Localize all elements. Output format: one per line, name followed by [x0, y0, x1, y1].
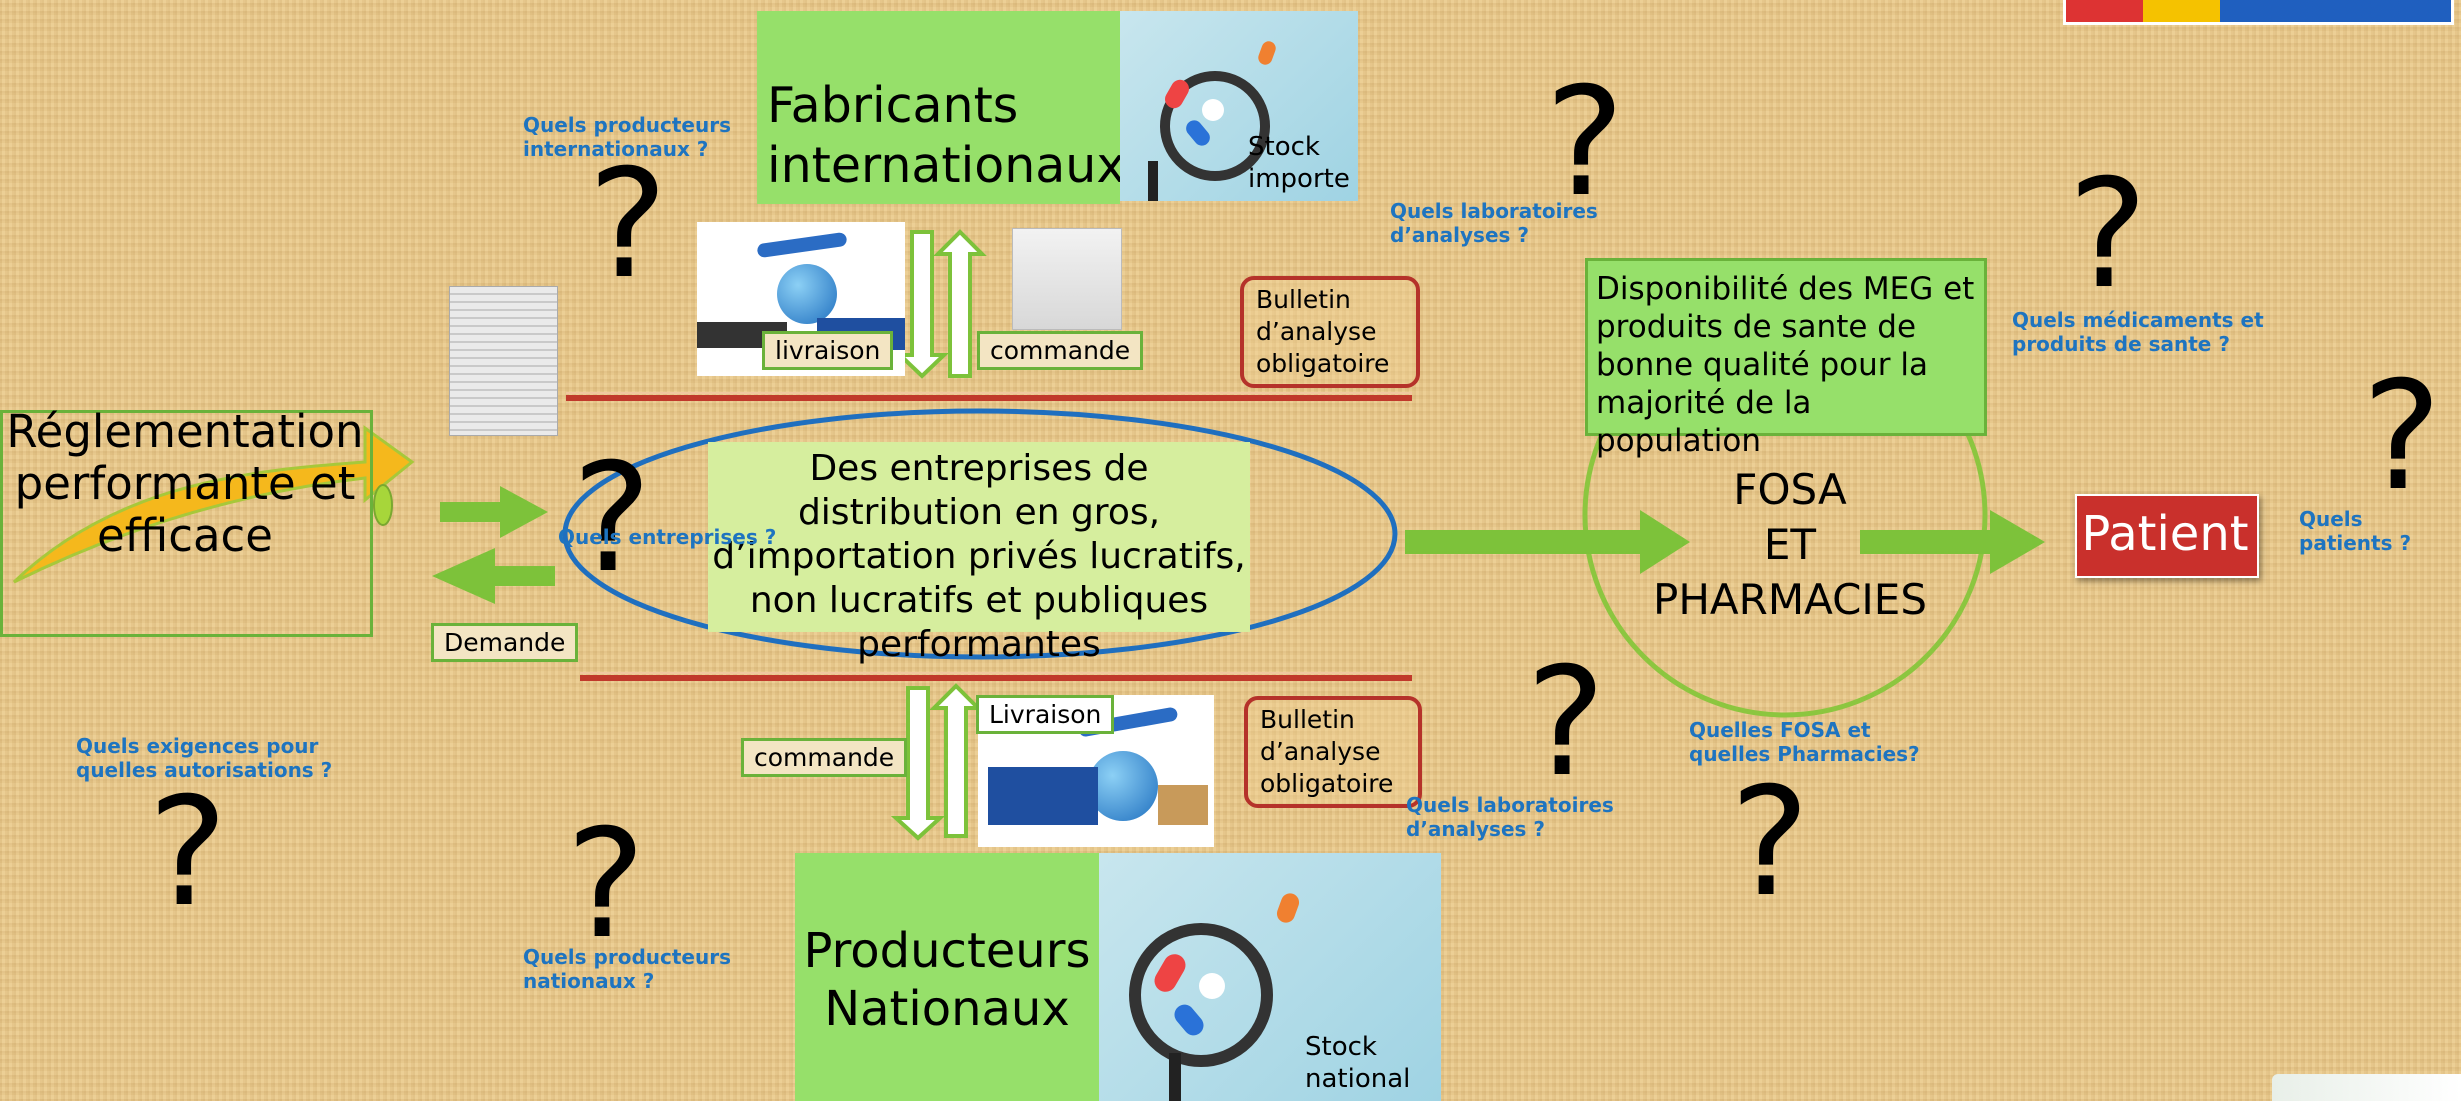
question-patients: Quels patients ?: [2299, 507, 2412, 555]
arrow-commande-top-up: [933, 229, 987, 378]
fabricants-label: Fabricants internationaux: [767, 77, 1126, 194]
reglementation-label: Réglementation performante et efficace: [6, 405, 364, 562]
arrow-to-reglementation: [432, 548, 555, 604]
pills-magnifier-image-bottom: Stock national: [1099, 853, 1441, 1101]
livraison-bottom-tag: Livraison: [976, 695, 1115, 734]
question-mark-patients: ?: [2362, 350, 2442, 524]
disponibilite-label: Disponibilité des MEG et produits de san…: [1596, 271, 1975, 459]
arrow-livraison-top-down: [895, 230, 949, 379]
patient-box: [2075, 494, 2259, 578]
entreprises-label: Des entreprises de distribution en gros,…: [712, 448, 1246, 665]
question-laboratoires-top: Quels laboratoires d’analyses ?: [1390, 199, 1598, 247]
fabricants-box: [757, 11, 1120, 204]
entreprises-ellipse: [562, 408, 1398, 660]
livraison-top-tag: livraison: [762, 331, 894, 370]
bulletin-analyse-top: Bulletin d’analyse obligatoire: [1240, 276, 1420, 388]
question-exigences: Quels exigences pour quelles autorisatio…: [76, 734, 333, 782]
commande-top-tag: commande: [977, 331, 1144, 370]
producteurs-label: Producteurs Nationaux: [803, 923, 1091, 1037]
question-mark-laboratoires-bottom: ?: [1526, 636, 1606, 810]
arrow-to-fosa: [1405, 510, 1690, 574]
question-laboratoires-bottom: Quels laboratoires d’analyses ?: [1406, 793, 1614, 841]
question-mark-medicaments: ?: [2068, 148, 2148, 322]
document-thumbnail-left: [449, 286, 558, 436]
logo-fragment: [2063, 0, 2454, 25]
yellow-curved-arrow: [12, 425, 415, 584]
commande-bottom-tag: commande: [741, 738, 908, 777]
question-mark-laboratoires-top: ?: [1545, 56, 1625, 230]
question-mark-exigences: ?: [148, 766, 228, 940]
patient-label: Patient: [2081, 506, 2249, 562]
stock-importe-label: Stock importe: [1248, 132, 1350, 194]
reglementation-box: [0, 410, 373, 637]
bulletin-analyse-bottom: Bulletin d’analyse obligatoire: [1244, 696, 1422, 808]
question-mark-producteurs-nationaux: ?: [566, 798, 646, 972]
stock-national-label: Stock national: [1305, 1032, 1411, 1094]
document-thumbnail-top: [1012, 228, 1122, 330]
demande-tag: Demande: [431, 623, 579, 662]
fosa-label: FOSA ET PHARMACIES: [1653, 465, 1927, 624]
question-fosa: Quelles FOSA et quelles Pharmacies?: [1689, 718, 1920, 766]
corner-image-fragment: [2272, 1074, 2461, 1101]
question-entreprises: Quels entreprises ?: [558, 525, 777, 549]
question-mark-producteurs-internationaux: ?: [588, 138, 668, 312]
arrow-livraison-bottom-down: [890, 686, 946, 841]
question-producteurs-internationaux: Quels producteurs internationaux ?: [523, 113, 731, 161]
pills-magnifier-image-top: Stock importe: [1120, 11, 1358, 201]
disponibilite-box: [1585, 258, 1987, 436]
question-producteurs-nationaux: Quels producteurs nationaux ?: [523, 945, 731, 993]
question-mark-entreprises: ?: [572, 432, 652, 606]
arrow-to-patient: [1860, 510, 2045, 574]
entreprises-box: [708, 442, 1250, 632]
question-mark-fosa: ?: [1730, 756, 1810, 930]
question-medicaments: Quels médicaments et produits de sante ?: [2012, 308, 2264, 356]
producteurs-box: [795, 853, 1099, 1101]
arrow-to-entreprises: [440, 486, 548, 538]
arrow-commande-bottom-up: [929, 683, 983, 838]
